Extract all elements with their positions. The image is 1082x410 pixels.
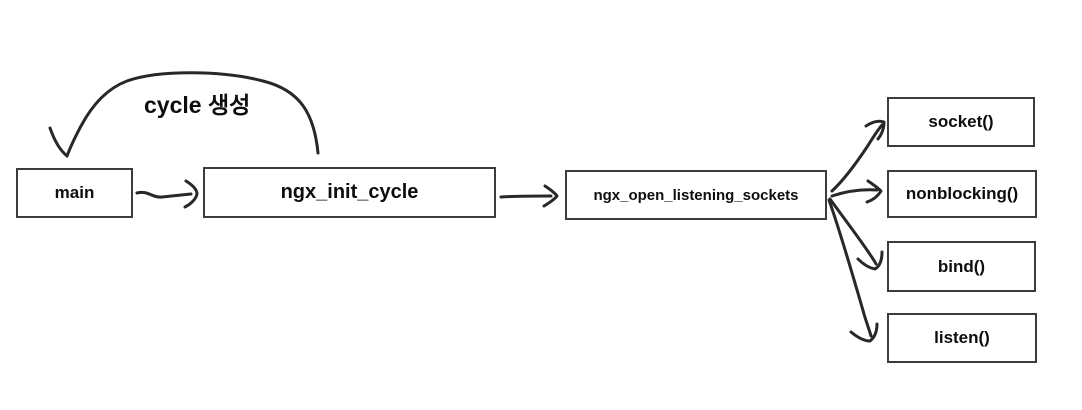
- cycle-annotation-label: cycle 생성: [144, 92, 251, 118]
- node-nonblocking: nonblocking(): [887, 170, 1037, 218]
- arrow-main-to-init: [135, 179, 199, 209]
- arrow-open-to-bind: [828, 197, 884, 271]
- node-ngx-init-cycle: ngx_init_cycle: [203, 167, 496, 218]
- arrow-init-to-open: [499, 184, 559, 208]
- arrow-open-to-socket: [830, 119, 886, 193]
- arrow-open-to-nonblocking: [830, 179, 883, 204]
- arrow-open-to-listen: [827, 198, 879, 343]
- node-listen: listen(): [887, 313, 1037, 363]
- node-socket: socket(): [887, 97, 1035, 147]
- node-main: main: [16, 168, 133, 218]
- node-ngx-open-listening-sockets: ngx_open_listening_sockets: [565, 170, 827, 220]
- node-bind: bind(): [887, 241, 1036, 292]
